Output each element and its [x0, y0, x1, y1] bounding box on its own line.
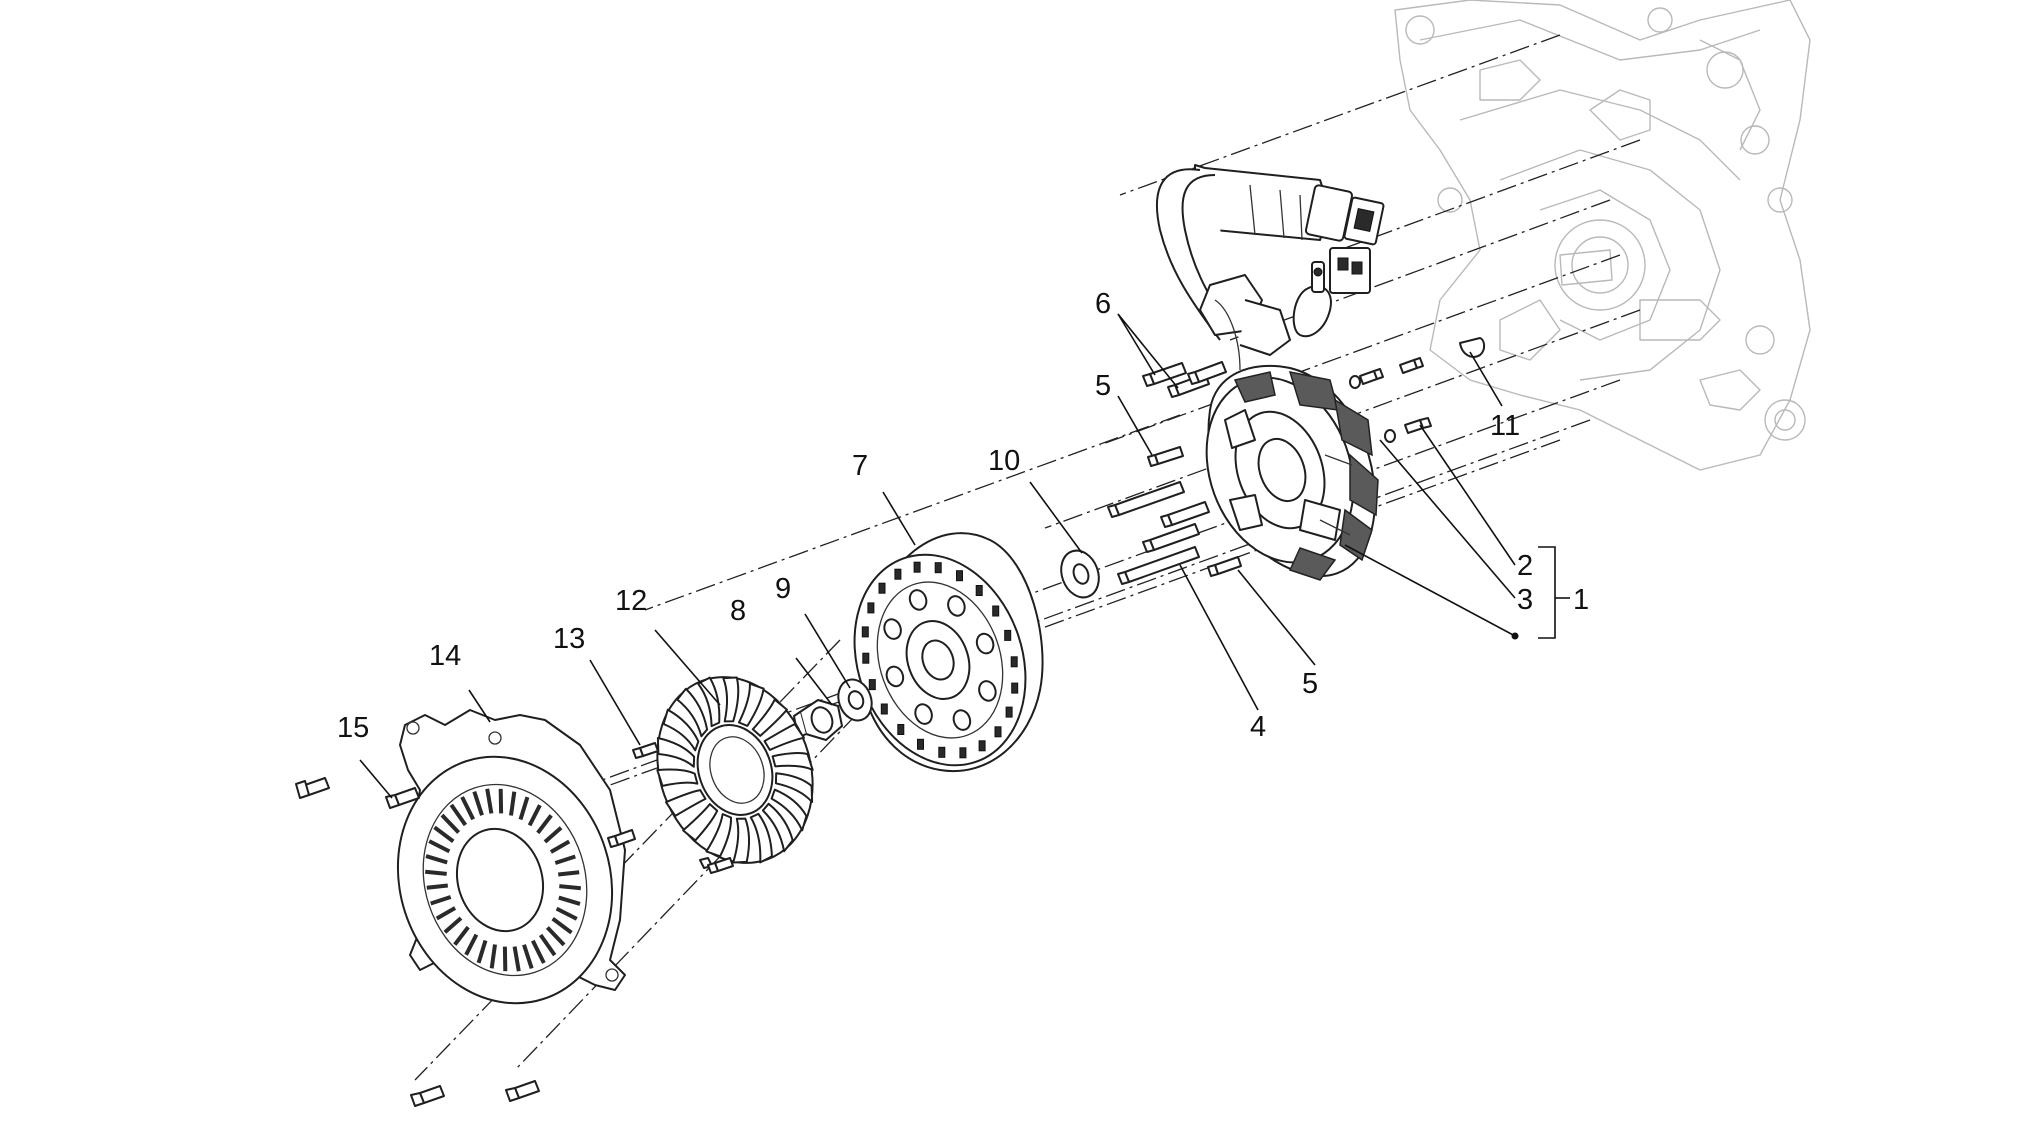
rotor-slot: [898, 725, 904, 735]
rotor-slot: [868, 603, 874, 613]
rotor-slot: [1005, 630, 1011, 640]
washer-10: [1055, 545, 1105, 602]
rotor-slot: [1006, 707, 1012, 717]
crankcase-background: [1395, 0, 1810, 470]
callout-4: 4: [1250, 711, 1266, 743]
rotor-slot: [979, 741, 985, 751]
callout-5-upper: 5: [1095, 370, 1111, 402]
rotor-slot: [957, 571, 963, 581]
rotor-slot: [995, 727, 1001, 737]
rotor-slot: [935, 563, 941, 573]
rotor-slot: [914, 562, 920, 572]
cover-vent-slot: [427, 886, 448, 888]
callout-6: 6: [1095, 288, 1111, 320]
rotor-slot: [863, 653, 869, 663]
rotor-slot: [960, 748, 966, 758]
callout-2: 2: [1517, 550, 1533, 582]
callout-15: 15: [337, 712, 369, 744]
rotor-slot: [993, 606, 999, 616]
rotor-slot: [939, 747, 945, 757]
cover-vent-slot: [425, 872, 447, 874]
callout-8: 8: [730, 595, 746, 627]
callout-7: 7: [852, 450, 868, 482]
callout-10: 10: [988, 445, 1020, 477]
rotor-slot: [895, 569, 901, 579]
rotor-slot: [869, 680, 875, 690]
cover-vent-slot: [559, 886, 581, 888]
callout-14: 14: [429, 640, 461, 672]
cooling-fan: [632, 655, 838, 885]
rotor-slot: [1012, 683, 1018, 693]
callout-1: 1: [1573, 584, 1589, 616]
fan-blade: [657, 769, 697, 785]
callout-11: 11: [1490, 410, 1520, 442]
callout-12: 12: [615, 585, 647, 617]
callout-3: 3: [1517, 584, 1533, 616]
wiring-harness: [1157, 165, 1384, 370]
callout-9: 9: [775, 573, 791, 605]
rotor-slot: [879, 583, 885, 593]
flywheel-cover: [367, 710, 644, 1031]
stator: [1182, 357, 1379, 583]
callout-5-lower: 5: [1302, 668, 1318, 700]
flywheel-rotor: [826, 530, 1054, 789]
rotor-slot: [1011, 657, 1017, 667]
rotor-slot: [881, 704, 887, 714]
rotor-slot: [862, 627, 868, 637]
cover-vent-slot: [558, 872, 579, 874]
rotor-slot: [976, 586, 982, 596]
rotor-slot: [918, 739, 924, 749]
callout-13: 13: [553, 623, 585, 655]
